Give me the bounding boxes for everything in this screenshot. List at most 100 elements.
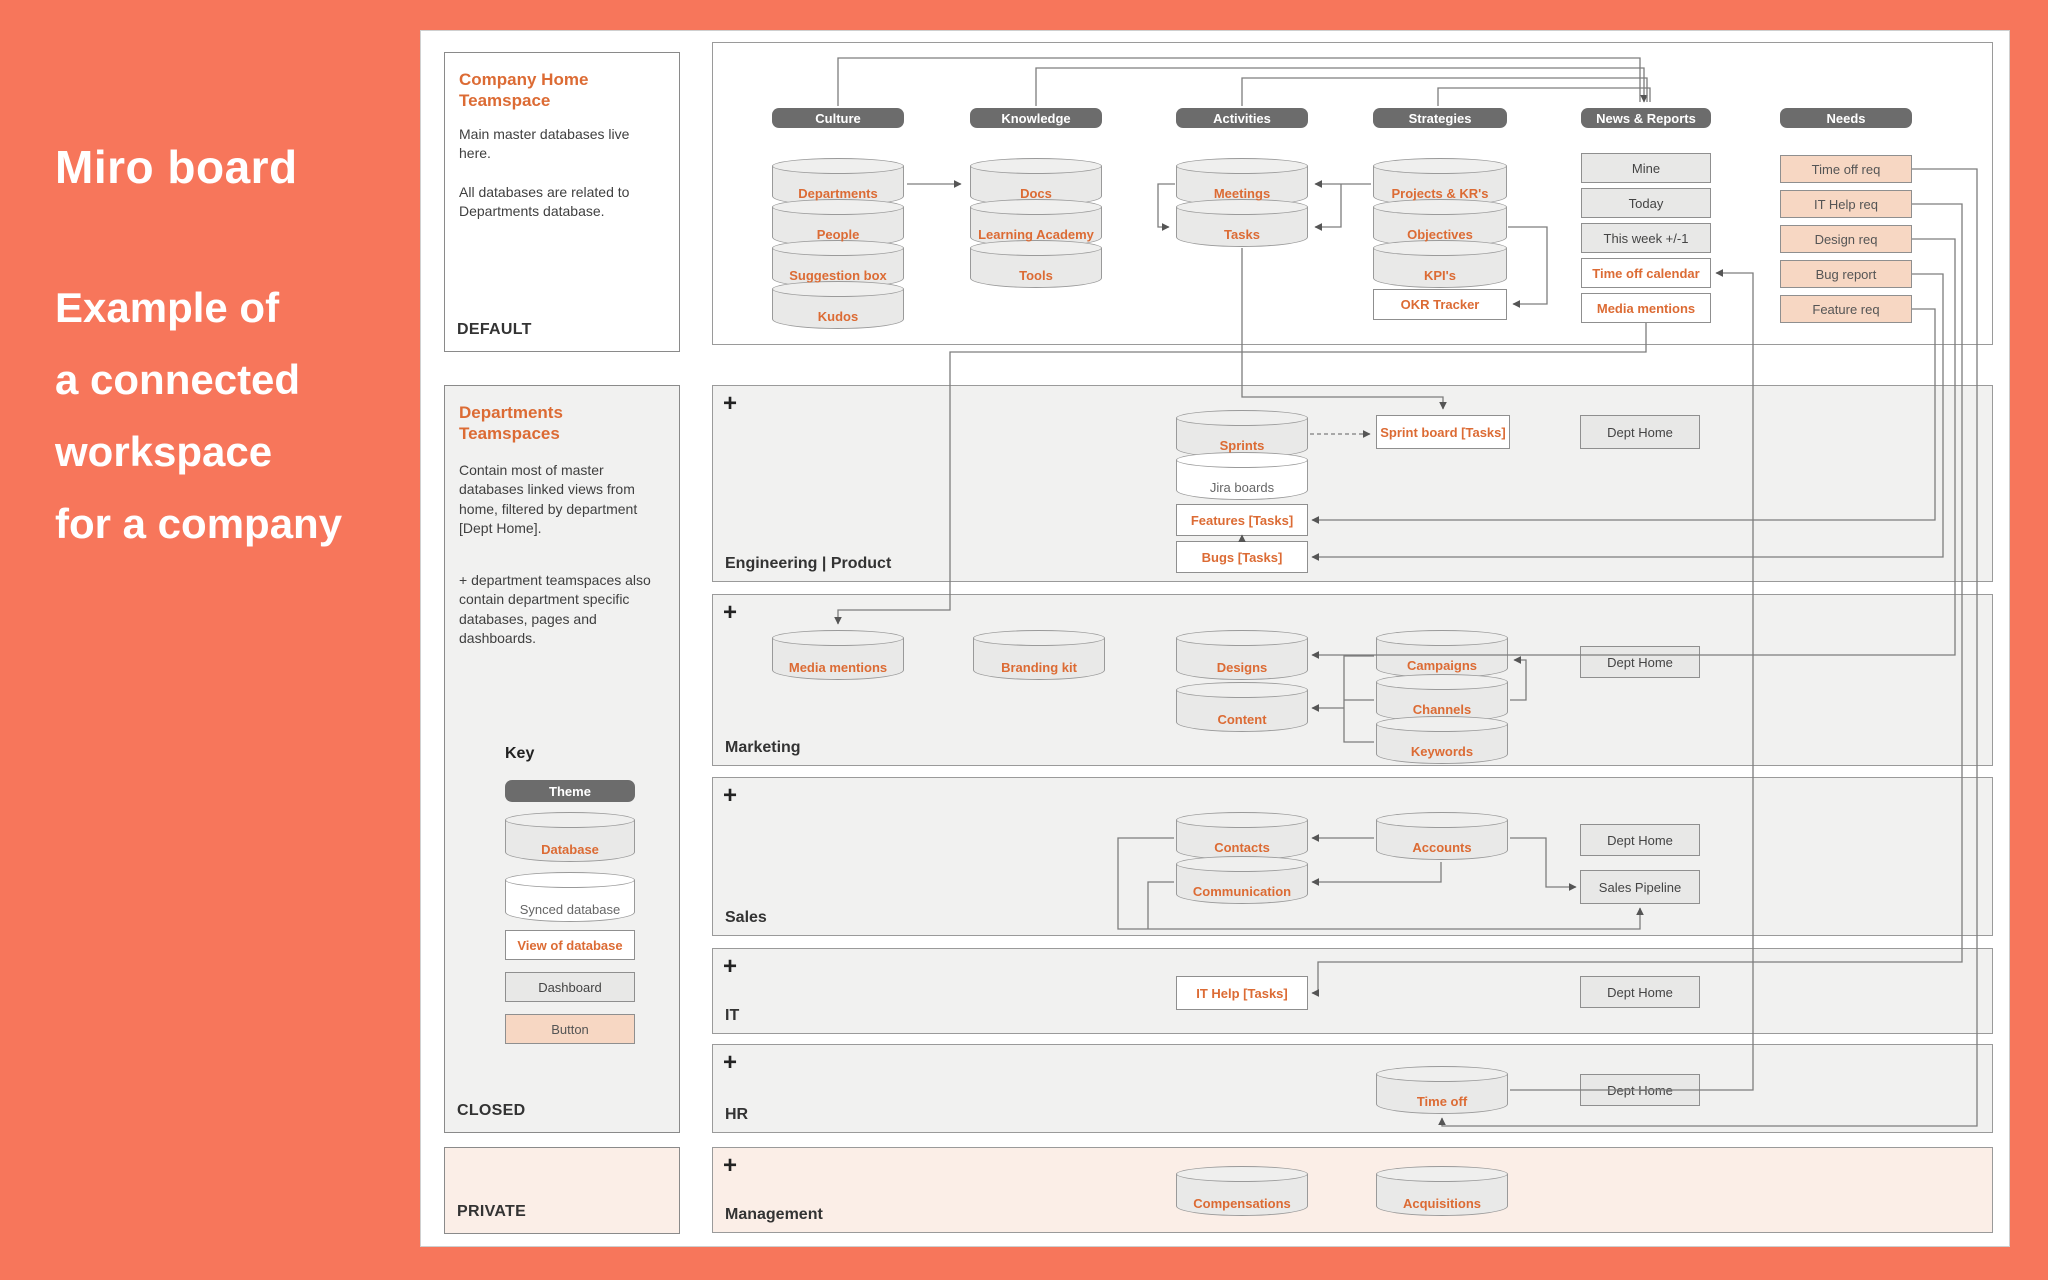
key-dashboard-box[interactable]: Dashboard: [505, 972, 635, 1002]
key-button-box[interactable]: Button: [505, 1014, 635, 1044]
cylinder-top: [1176, 856, 1308, 872]
dashboard-dept-home-marketing[interactable]: Dept Home: [1580, 646, 1700, 678]
closed-label: CLOSED: [457, 1102, 526, 1119]
dashboard-dept-home-hr[interactable]: Dept Home: [1580, 1074, 1700, 1106]
plus-icon[interactable]: +: [723, 390, 738, 417]
db-suggestion-box[interactable]: Suggestion box: [772, 240, 904, 288]
db-kpis[interactable]: KPI's: [1373, 240, 1507, 288]
db-contacts[interactable]: Contacts: [1176, 812, 1308, 860]
plus-icon[interactable]: +: [723, 782, 738, 809]
departments-title: Departments Teamspaces: [459, 403, 563, 444]
button-bug-report[interactable]: Bug report: [1780, 260, 1912, 288]
row-it: + IT: [712, 948, 1993, 1034]
cylinder-top: [1376, 1066, 1508, 1082]
plus-icon[interactable]: +: [723, 599, 738, 626]
db-communication[interactable]: Communication: [1176, 856, 1308, 904]
dashboard-dept-home-it[interactable]: Dept Home: [1580, 976, 1700, 1008]
dashboard-today[interactable]: Today: [1581, 188, 1711, 218]
button-time-off-req[interactable]: Time off req: [1780, 155, 1912, 183]
cylinder-top: [1376, 1166, 1508, 1182]
db-channels[interactable]: Channels: [1376, 674, 1508, 722]
view-media-mentions[interactable]: Media mentions: [1581, 293, 1711, 323]
db-media-mentions[interactable]: Media mentions: [772, 630, 904, 680]
db-keywords[interactable]: Keywords: [1376, 716, 1508, 764]
db-departments[interactable]: Departments: [772, 158, 904, 206]
db-time-off[interactable]: Time off: [1376, 1066, 1508, 1114]
key-database-cylinder[interactable]: Database: [505, 812, 635, 862]
db-objectives[interactable]: Objectives: [1373, 199, 1507, 247]
row-sales: + Sales: [712, 777, 1993, 936]
plus-icon[interactable]: +: [723, 1152, 738, 1179]
db-tools[interactable]: Tools: [970, 240, 1102, 288]
departments-body2: + department teamspaces also contain dep…: [459, 572, 651, 646]
cylinder-top: [772, 281, 904, 297]
dashboard-dept-home-sales[interactable]: Dept Home: [1580, 824, 1700, 856]
theme-news-reports[interactable]: News & Reports: [1581, 108, 1711, 128]
db-tasks[interactable]: Tasks: [1176, 199, 1308, 247]
cylinder-top: [1176, 682, 1308, 698]
cylinder-top: [1373, 199, 1507, 215]
key-synced-database-cylinder[interactable]: Synced database: [505, 872, 635, 922]
db-compensations[interactable]: Compensations: [1176, 1166, 1308, 1216]
cylinder-top: [1373, 158, 1507, 174]
plus-icon[interactable]: +: [723, 953, 738, 980]
board-title: Miro board: [55, 141, 298, 193]
dashboard-dept-home-engineering[interactable]: Dept Home: [1580, 415, 1700, 449]
theme-strategies[interactable]: Strategies: [1373, 108, 1507, 128]
cylinder-top: [970, 240, 1102, 256]
subtitle-line: for a company: [55, 500, 343, 547]
cylinder-top: [970, 158, 1102, 174]
view-it-help-tasks[interactable]: IT Help [Tasks]: [1176, 976, 1308, 1010]
db-learning-academy[interactable]: Learning Academy: [970, 199, 1102, 247]
db-acquisitions[interactable]: Acquisitions: [1376, 1166, 1508, 1216]
cylinder-top: [772, 240, 904, 256]
db-designs[interactable]: Designs: [1176, 630, 1308, 680]
db-docs[interactable]: Docs: [970, 158, 1102, 206]
row-label-marketing: Marketing: [725, 739, 801, 756]
dashboard-sales-pipeline[interactable]: Sales Pipeline: [1580, 870, 1700, 904]
plus-icon[interactable]: +: [723, 1049, 738, 1076]
view-okr-tracker[interactable]: OKR Tracker: [1373, 289, 1507, 320]
dashboard-mine[interactable]: Mine: [1581, 153, 1711, 183]
company-home-title: Company Home Teamspace: [459, 70, 589, 111]
cylinder-top: [1176, 158, 1308, 174]
cylinder-top: [772, 158, 904, 174]
db-meetings[interactable]: Meetings: [1176, 158, 1308, 206]
db-accounts[interactable]: Accounts: [1376, 812, 1508, 860]
theme-activities[interactable]: Activities: [1176, 108, 1308, 128]
row-marketing: + Marketing: [712, 594, 1993, 766]
dashboard-this-week[interactable]: This week +/-1: [1581, 223, 1711, 253]
db-branding-kit[interactable]: Branding kit: [973, 630, 1105, 680]
cylinder-top: [505, 872, 635, 888]
button-feature-req[interactable]: Feature req: [1780, 295, 1912, 323]
db-campaigns[interactable]: Campaigns: [1376, 630, 1508, 678]
db-kudos[interactable]: Kudos: [772, 281, 904, 329]
key-view-box[interactable]: View of database: [505, 930, 635, 960]
db-content[interactable]: Content: [1176, 682, 1308, 732]
db-people[interactable]: People: [772, 199, 904, 247]
row-label-hr: HR: [725, 1106, 749, 1123]
db-jira-boards[interactable]: Jira boards: [1176, 452, 1308, 500]
cylinder-top: [1176, 452, 1308, 468]
button-it-help-req[interactable]: IT Help req: [1780, 190, 1912, 218]
cylinder-top: [1176, 1166, 1308, 1182]
theme-needs[interactable]: Needs: [1780, 108, 1912, 128]
company-home-panel[interactable]: Company Home Teamspace Main master datab…: [444, 52, 680, 352]
subtitle-line: workspace: [55, 428, 273, 475]
view-bugs-tasks[interactable]: Bugs [Tasks]: [1176, 541, 1308, 573]
view-sprint-board-tasks[interactable]: Sprint board [Tasks]: [1376, 415, 1510, 449]
board-subtitle: Example of a connected workspace for a c…: [55, 272, 342, 560]
db-sprints[interactable]: Sprints: [1176, 410, 1308, 458]
key-theme-pill[interactable]: Theme: [505, 780, 635, 802]
key-title: Key: [505, 745, 535, 762]
departments-panel[interactable]: Departments Teamspaces Contain most of m…: [444, 385, 680, 1133]
theme-culture[interactable]: Culture: [772, 108, 904, 128]
view-time-off-calendar[interactable]: Time off calendar: [1581, 258, 1711, 288]
theme-knowledge[interactable]: Knowledge: [970, 108, 1102, 128]
view-features-tasks[interactable]: Features [Tasks]: [1176, 504, 1308, 536]
private-panel[interactable]: PRIVATE: [444, 1147, 680, 1234]
departments-body1: Contain most of master databases linked …: [459, 462, 638, 536]
button-design-req[interactable]: Design req: [1780, 225, 1912, 253]
db-projects-krs[interactable]: Projects & KR's: [1373, 158, 1507, 206]
